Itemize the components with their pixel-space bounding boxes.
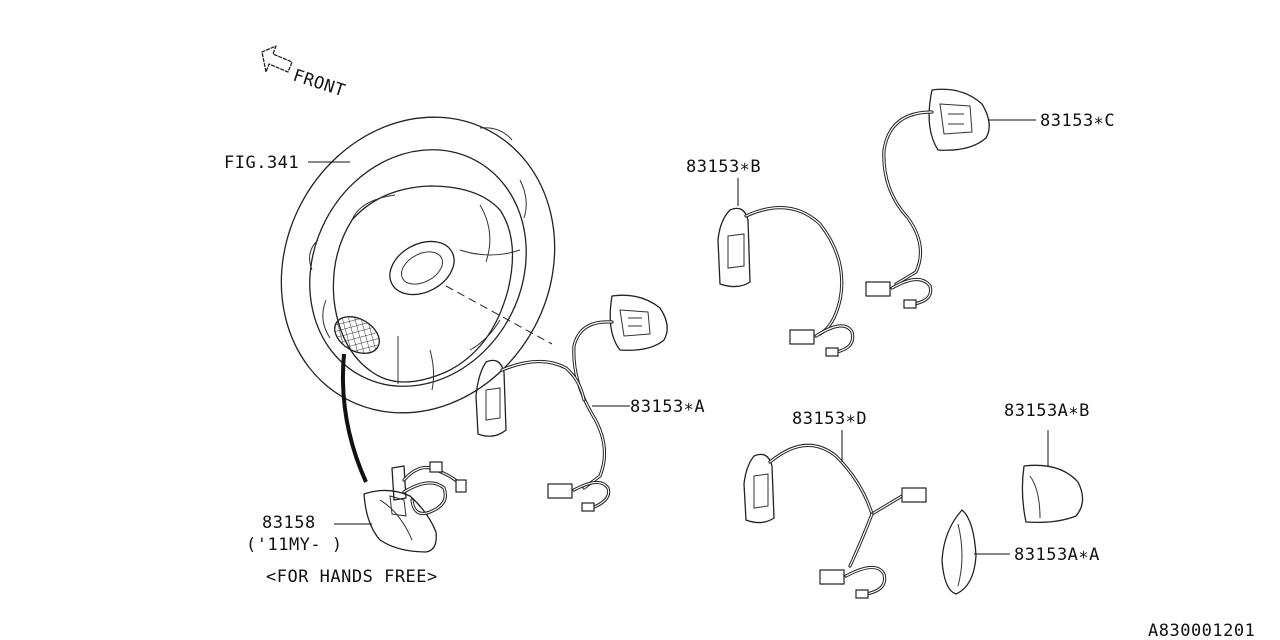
fig-ref-label: FIG.341	[224, 153, 299, 173]
switch-a-label: 83153∗A	[630, 397, 705, 417]
switch-assembly-a	[475, 294, 668, 512]
switch-b-label: 83153∗B	[686, 157, 761, 177]
hands-free-note: <FOR HANDS FREE>	[266, 567, 438, 587]
steering-wheel	[280, 116, 556, 414]
switch-assembly-b	[717, 206, 855, 357]
cover-b	[1021, 464, 1084, 524]
hands-free-pointer	[340, 353, 368, 483]
diagram-id: A830001201	[1148, 621, 1255, 640]
cover-a	[941, 509, 977, 595]
hands-free-switch	[363, 461, 467, 553]
hands-free-switch-area	[334, 316, 380, 354]
switch-assembly-c	[865, 88, 990, 309]
switch-d-label: 83153∗D	[792, 409, 867, 429]
front-label: FRONT	[290, 66, 347, 102]
hands-free-part-label: 83158	[262, 513, 316, 533]
front-arrow-icon	[261, 45, 293, 73]
cover-b-label: 83153A∗B	[1004, 401, 1090, 421]
switch-c-label: 83153∗C	[1040, 111, 1115, 131]
cover-a-label: 83153A∗A	[1014, 545, 1100, 565]
switch-assembly-d	[743, 443, 927, 599]
hands-free-model-label: ('11MY- )	[246, 535, 343, 555]
